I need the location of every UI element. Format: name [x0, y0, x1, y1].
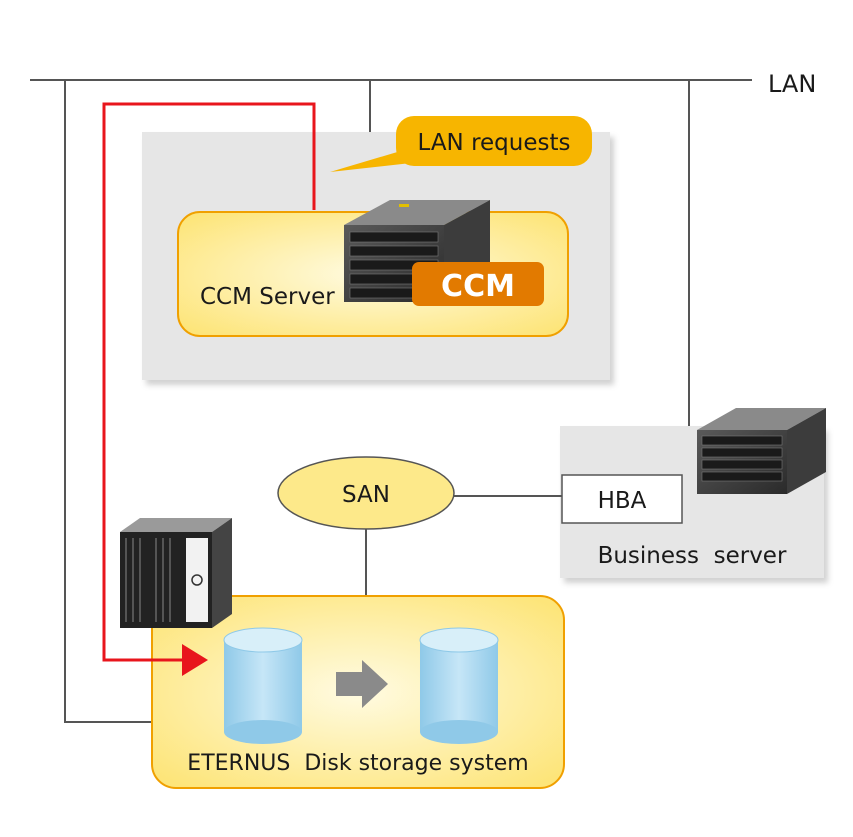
hba-label: HBA: [598, 488, 647, 514]
eternus-label: ETERNUS Disk storage system: [187, 751, 528, 776]
lan-requests-callout: LAN requests: [330, 116, 592, 172]
lan-label: LAN: [768, 70, 816, 98]
disk-icon: [419, 627, 499, 744]
ccm-access-path: [102, 102, 316, 676]
ccm-server-label: CCM Server: [200, 284, 335, 310]
lan-requests-label: LAN requests: [417, 130, 570, 156]
ccm-badge-label: CCM: [441, 269, 515, 304]
ccm-badge: CCM: [412, 262, 544, 306]
storage-rack-icon: [120, 518, 232, 628]
san-label: SAN: [342, 482, 390, 508]
server-icon: [697, 408, 826, 494]
lan-network: LAN: [30, 70, 816, 98]
arrow-right-icon: [336, 660, 388, 708]
disk-icon: [223, 627, 303, 744]
san-node: [277, 456, 455, 530]
business-server-label: Business server: [598, 543, 787, 569]
hba-box: [561, 474, 683, 524]
lan-link-storage: [64, 80, 152, 723]
